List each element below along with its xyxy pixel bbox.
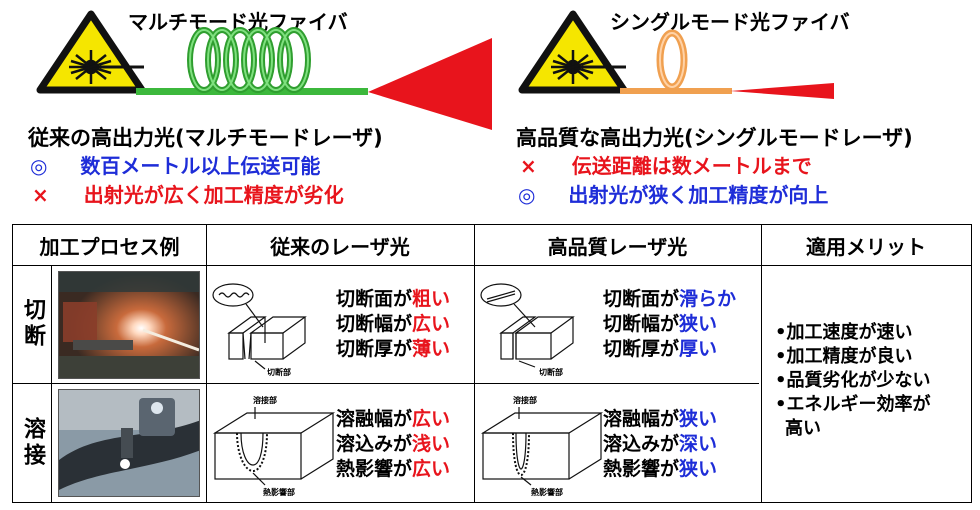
prop-value: 狭い	[679, 313, 718, 335]
cross-mark: ×	[520, 154, 537, 178]
prop-value: 狭い	[679, 408, 718, 430]
conventional-laser-heading: 従来の高出力光(マルチモードレーザ)	[28, 126, 383, 150]
high-quality-welding-props: 溶融幅が狭い 溶込みが深い 熱影響が狭い	[603, 407, 717, 482]
row-label-welding: 溶接	[20, 416, 45, 469]
prop-label: 切断幅が	[336, 313, 413, 335]
prop-value: 厚い	[679, 338, 718, 360]
prop-value: 深い	[679, 433, 718, 455]
prop-value: 粗い	[412, 288, 451, 310]
weld-area-label: 溶接部	[513, 396, 537, 405]
row-label-cutting: 切断	[20, 298, 45, 350]
high-quality-merit-line: ◎ 出射光が狭く加工精度が向上	[518, 179, 828, 208]
prop-value: 広い	[412, 458, 451, 480]
merit-item: 高い	[785, 418, 821, 439]
laser-warning-icon	[36, 10, 146, 94]
conventional-welding-props: 溶融幅が広い 溶込みが浅い 熱影響が広い	[336, 407, 450, 482]
welding-photo	[58, 389, 200, 497]
multimode-fiber-illustration	[136, 27, 492, 130]
heat-affected-zone-label: 熱影響部	[531, 488, 563, 497]
header-merits: 適用メリット	[806, 234, 926, 259]
prop-label: 溶込みが	[603, 433, 680, 455]
merit-item: •エネルギー効率が	[775, 394, 931, 415]
singlemode-fiber-title: シングルモード光ファイバ	[610, 10, 850, 34]
laser-warning-icon	[518, 10, 628, 94]
merit-item: •加工精度が良い	[775, 346, 913, 367]
high-quality-demerit-line: × 伝送距離は数メートルまで	[520, 150, 812, 179]
prop-label: 切断幅が	[603, 313, 680, 335]
prop-value: 薄い	[412, 338, 451, 360]
singlemode-fiber-illustration	[620, 29, 834, 99]
prop-label: 溶融幅が	[336, 408, 413, 430]
conventional-merit-line: ◎ 数百メートル以上伝送可能	[30, 150, 320, 179]
prop-label: 切断厚が	[336, 338, 413, 360]
high-quality-cutting-diagram	[480, 283, 575, 368]
prop-label: 熱影響が	[603, 458, 680, 480]
conventional-cutting-props: 切断面が粗い 切断幅が広い 切断厚が薄い	[336, 287, 450, 362]
header-process-example: 加工プロセス例	[39, 234, 180, 259]
conventional-welding-diagram	[212, 407, 336, 486]
conventional-demerit-line: × 出射光が広く加工精度が劣化	[32, 179, 344, 208]
high-quality-merit-text: 出射光が狭く加工精度が向上	[568, 183, 829, 207]
header-conventional-laser: 従来のレーザ光	[270, 234, 410, 259]
high-quality-demerit-text: 伝送距離は数メートルまで	[571, 154, 812, 178]
prop-label: 切断面が	[603, 288, 680, 310]
cutting-photo	[58, 271, 200, 379]
prop-label: 切断面が	[336, 288, 413, 310]
header-high-quality-laser: 高品質レーザ光	[547, 234, 688, 259]
prop-label: 熱影響が	[336, 458, 413, 480]
heat-affected-zone-label: 熱影響部	[263, 488, 295, 497]
prop-value: 広い	[412, 313, 451, 335]
cut-area-label: 切断部	[539, 368, 563, 377]
prop-value: 滑らか	[679, 288, 737, 310]
merit-item: •品質劣化が少ない	[775, 370, 931, 391]
double-circle-mark: ◎	[30, 154, 48, 178]
merits-list: •加工速度が速い •加工精度が良い •品質劣化が少ない •エネルギー効率が 高い	[775, 321, 970, 441]
high-quality-welding-diagram	[480, 407, 604, 486]
weld-area-label: 溶接部	[253, 396, 277, 405]
prop-value: 狭い	[679, 458, 718, 480]
prop-label: 溶融幅が	[603, 408, 680, 430]
process-comparison-table: 加工プロセス例 従来のレーザ光 高品質レーザ光 適用メリット 切断 溶接	[12, 224, 972, 503]
prop-value: 浅い	[412, 433, 451, 455]
conventional-demerit-text: 出射光が広く加工精度が劣化	[83, 183, 344, 207]
prop-label: 切断厚が	[603, 338, 680, 360]
high-quality-laser-heading: 高品質な高出力光(シングルモードレーザ)	[516, 126, 913, 150]
cross-mark: ×	[32, 183, 49, 207]
prop-label: 溶込みが	[336, 433, 413, 455]
double-circle-mark: ◎	[518, 183, 536, 207]
prop-value: 広い	[412, 408, 451, 430]
high-quality-cutting-props: 切断面が滑らか 切断幅が狭い 切断厚が厚い	[603, 287, 736, 362]
merit-item: •加工速度が速い	[775, 322, 913, 343]
cut-area-label: 切断部	[267, 368, 291, 377]
conventional-merit-text: 数百メートル以上伝送可能	[80, 154, 321, 178]
conventional-cutting-diagram	[212, 283, 307, 370]
